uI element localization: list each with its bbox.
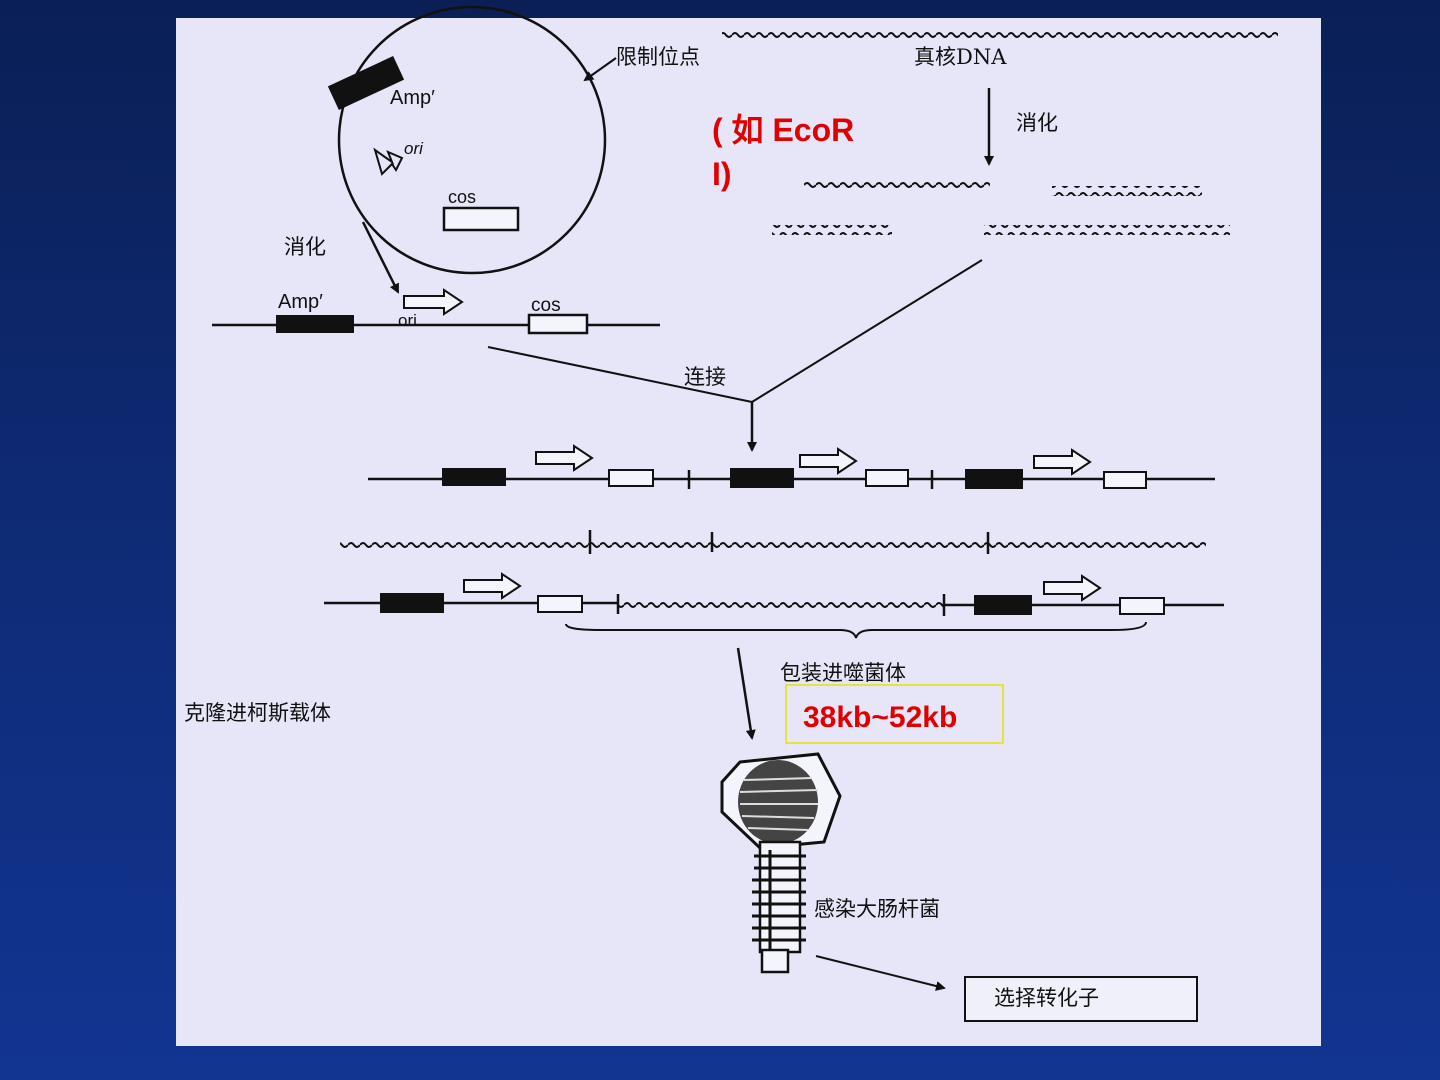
recombinant-cosmid-row xyxy=(324,572,1224,639)
restriction-site-label: 限制位点 xyxy=(616,45,700,69)
cos-site-box xyxy=(442,206,520,232)
eukaryotic-dna-label: 真核DNA xyxy=(914,45,1007,69)
package-label: 包装进噬菌体 xyxy=(780,661,906,685)
ligation-line-right xyxy=(751,259,983,403)
digested-dna-fragments xyxy=(772,182,1230,235)
packaging-brace xyxy=(565,621,1147,639)
select-transformants-label: 选择转化子 xyxy=(994,986,1099,1010)
digest-label-left: 消化 xyxy=(284,235,326,259)
packaging-arrow xyxy=(736,647,756,740)
linear-cos-box xyxy=(527,313,589,335)
restriction-site-pointer xyxy=(583,57,617,82)
linear-amp-block xyxy=(276,315,354,333)
infect-ecoli-label: 感染大肠杆菌 xyxy=(814,897,940,921)
linear-ori-label: ori xyxy=(398,311,417,330)
plasmid-amp-label: Amp′ xyxy=(390,87,435,109)
linear-amp-label: Amp′ xyxy=(278,291,323,313)
digest-arrow-left xyxy=(361,221,400,294)
amp-marker-block xyxy=(327,56,405,110)
select-transformants-box xyxy=(964,976,1198,1022)
cloning-label: 克隆进柯斯载体 xyxy=(184,701,331,725)
select-arrow xyxy=(815,955,946,991)
digest-label-right: 消化 xyxy=(1016,111,1058,135)
ori-arrow-icon xyxy=(373,147,404,176)
linear-ori-arrow-icon xyxy=(403,288,464,316)
ligation-line-left xyxy=(487,346,753,403)
linear-cos-label: cos xyxy=(531,295,561,316)
enzyme-note-line1: ( 如 EcoR xyxy=(712,112,854,148)
eukaryotic-dna-strand xyxy=(722,32,1278,42)
genomic-dna-row xyxy=(340,530,1206,554)
enzyme-note: ( 如 EcoR I) xyxy=(712,112,863,192)
plasmid-ori-label: ori xyxy=(404,139,424,158)
cosmid-plasmid: Amp′ ori cos xyxy=(327,5,607,275)
ligation-label: 连接 xyxy=(684,365,726,389)
concatemer-vector-row xyxy=(368,444,1215,489)
enzyme-note-line2: I) xyxy=(712,156,732,192)
plasmid-cos-label: cos xyxy=(448,187,476,207)
phage-particle-icon xyxy=(720,752,842,974)
size-range-label: 38kb~52kb xyxy=(803,701,957,734)
linear-cosmid-vector: Amp′ ori cos xyxy=(212,288,660,335)
size-range-box xyxy=(785,684,1004,744)
